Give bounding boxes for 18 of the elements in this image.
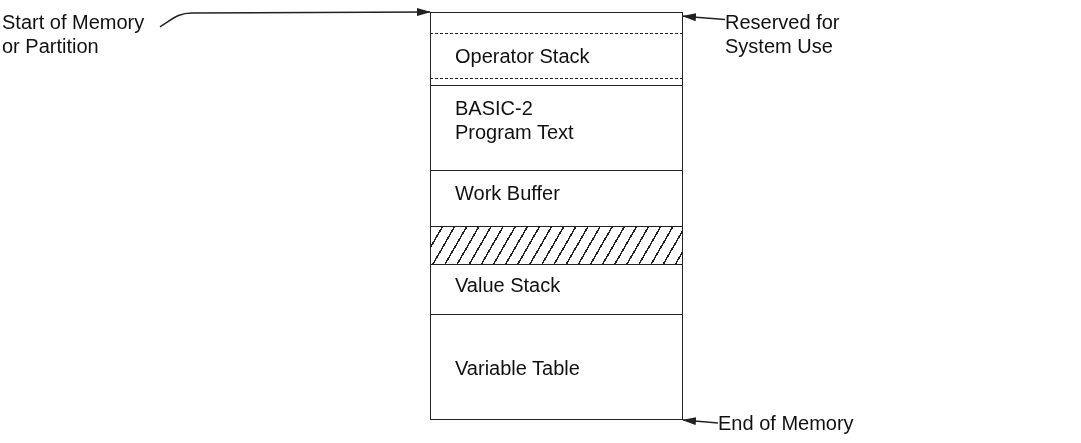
region-label: Work Buffer [455,181,561,205]
region-label: Operator Stack [455,44,591,68]
region-label: Value Stack [455,273,562,297]
callout-label: End of Memory [718,411,858,435]
region-label: BASIC-2 Program Text [455,96,575,144]
leader-arrow [682,13,726,22]
callout-label: Start of Memory or Partition [2,10,160,58]
memory-region [430,33,683,78]
memory-region [430,264,683,314]
region-label: Variable Table [455,356,581,380]
hatched-free-area [430,226,683,264]
reserved-area [430,78,683,85]
memory-region [430,85,683,170]
memory-region [430,314,683,420]
reserved-area [430,12,683,33]
leader-arrow [682,417,719,426]
leader-arrow [159,8,431,28]
callout-label: Reserved for System Use [725,10,885,58]
